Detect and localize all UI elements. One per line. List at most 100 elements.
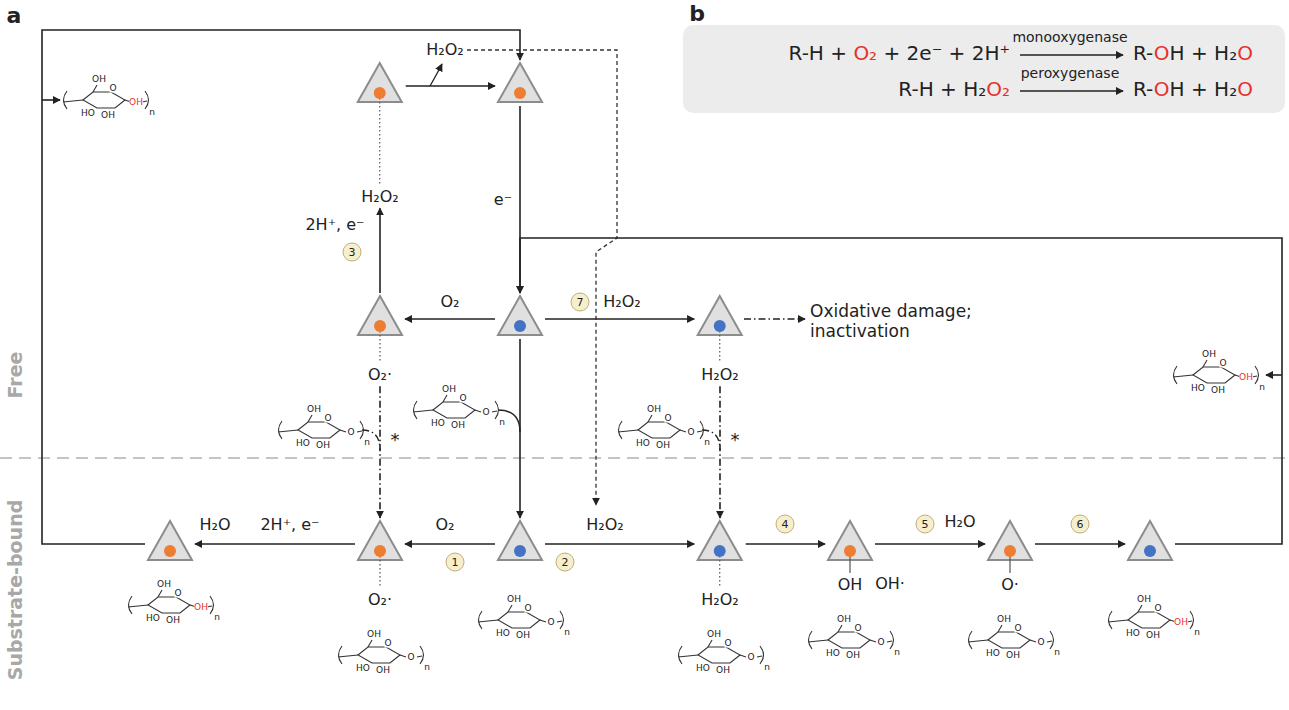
glucose-unit — [478, 605, 564, 629]
equation-panel: R-H + O₂ + 2e⁻ + 2H⁺monooxygenaseR-OH + … — [683, 25, 1285, 113]
species-label: O₂· — [366, 365, 394, 384]
atom-label: OH — [157, 580, 171, 589]
atom-label: OH — [997, 615, 1011, 624]
reaction-arrow — [42, 30, 520, 544]
atom-label: OH — [307, 405, 321, 414]
bond — [190, 605, 212, 607]
sugar-ring — [698, 647, 740, 663]
atom-label: HO — [1191, 384, 1205, 393]
formula-part: R- — [1133, 77, 1154, 101]
ligand-bond — [719, 331, 720, 363]
glucose-unit — [128, 590, 214, 614]
atom-label: HO — [431, 419, 445, 428]
sugar-ring — [1193, 367, 1235, 383]
bond — [1173, 375, 1193, 377]
atom-label: n — [1259, 383, 1265, 392]
polymer-bracket — [1174, 366, 1259, 384]
species-label: H₂O₂ — [699, 590, 740, 609]
enzyme-state: H₂O₂ — [696, 295, 743, 384]
enzyme-shape — [148, 521, 192, 560]
glucose-unit — [968, 625, 1054, 649]
polymer-bracket — [679, 646, 764, 664]
sugar-ring — [148, 597, 190, 613]
formula-part: R-H + H₂ — [898, 77, 986, 101]
connectors — [42, 30, 1282, 544]
release-arrow — [1266, 374, 1282, 376]
enzyme-state: OH — [827, 520, 873, 594]
atom-label: O — [1219, 359, 1226, 368]
glucose-unit — [413, 395, 499, 419]
atom-label: OH — [92, 75, 106, 84]
polymer-bracket — [619, 421, 704, 439]
enzyme-shape — [698, 296, 742, 335]
enzyme-triangle — [147, 520, 193, 562]
sugar-ring — [298, 422, 340, 438]
panel-letter: a — [7, 3, 22, 28]
enzyme-triangle — [827, 520, 873, 594]
bond — [443, 395, 447, 402]
glucose-unit — [1173, 360, 1259, 384]
edge-label: H₂O — [942, 513, 977, 531]
atom-label: O — [524, 604, 531, 613]
formula-part: + 2e⁻ + 2H⁺ — [877, 41, 1010, 65]
atom-label: O — [1154, 604, 1161, 613]
ligand-bond — [719, 556, 720, 588]
atom-label: OH — [1137, 595, 1151, 604]
formula-part: O — [1154, 77, 1170, 101]
damage-arrow — [744, 318, 805, 320]
enzyme-shape — [358, 63, 402, 102]
reaction-arrow — [746, 543, 825, 545]
species-label: O· — [999, 575, 1021, 594]
reaction-formula: R-H + O₂ + 2e⁻ + 2H⁺ — [789, 41, 1010, 65]
bond — [63, 100, 83, 102]
radical-label: OH· — [873, 575, 907, 593]
atom-label: OH — [451, 421, 465, 430]
atom-label: O — [1037, 638, 1044, 647]
bond — [93, 85, 97, 92]
enzyme-shape — [1128, 521, 1172, 560]
atom-label: OH — [716, 666, 730, 675]
bond — [1108, 620, 1128, 622]
callout-number: 1 — [446, 553, 465, 572]
atom-label: O — [347, 428, 354, 437]
atom-label: HO — [496, 629, 510, 638]
enzyme-triangle — [357, 520, 403, 609]
atom-label: HO — [296, 439, 310, 448]
atom-label: HO — [81, 109, 95, 118]
species-label: OH — [836, 575, 865, 594]
atom-label: OH — [101, 111, 115, 120]
bond — [125, 100, 147, 102]
polymer-bracket — [64, 91, 149, 109]
atom-label: n — [564, 628, 570, 637]
atom-label: O — [407, 653, 414, 662]
bond — [808, 640, 828, 642]
reaction-formula: R-OH + H₂O — [1133, 77, 1253, 101]
formula-part: H + H₂ — [1170, 77, 1238, 101]
atom-label: OH — [1211, 386, 1225, 395]
sugar-ring — [638, 422, 680, 438]
atom-label: OH — [166, 616, 180, 625]
atom-label: n — [424, 663, 430, 672]
sugar-ring — [828, 632, 870, 648]
reaction-arrow — [519, 339, 521, 518]
atom-label: O — [664, 414, 671, 423]
atom-label: O — [1014, 624, 1021, 633]
atom-label: HO — [1126, 629, 1140, 638]
enzyme-triangle — [987, 520, 1033, 594]
formula-part: O — [1154, 41, 1170, 65]
copper-ii-dot — [1004, 545, 1016, 557]
enzyme-triangle — [1127, 520, 1173, 562]
atom-label: OH — [837, 615, 851, 624]
bond — [508, 605, 512, 612]
reaction-arrow — [545, 543, 694, 545]
bond — [838, 625, 842, 632]
atom-label: O — [384, 639, 391, 648]
atom-label: O — [687, 428, 694, 437]
enzyme-state: O· — [987, 520, 1033, 594]
bond — [340, 430, 362, 432]
reaction-arrow — [406, 85, 495, 87]
ligand-bond — [379, 98, 380, 185]
bond — [308, 415, 312, 422]
copper-i-dot — [714, 545, 726, 557]
edge-label: H₂O₂ — [584, 516, 625, 534]
